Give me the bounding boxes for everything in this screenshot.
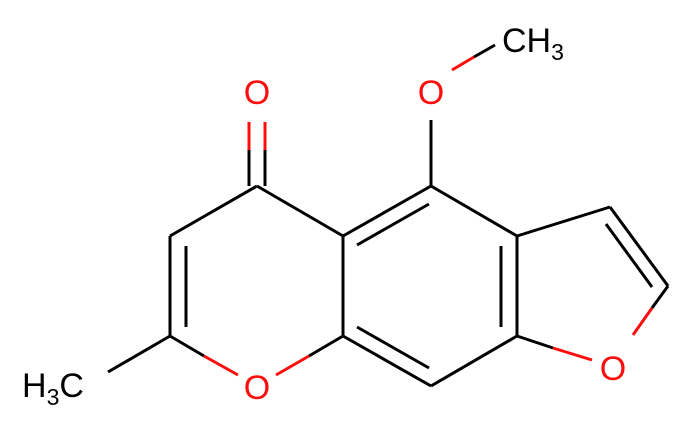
bond-omethoxy-ch3	[473, 43, 496, 59]
bond-omethoxy-ch3-red	[451, 55, 475, 72]
methoxy-methyl-subscript: 3	[551, 39, 564, 65]
bond-c4a-c5	[342, 184, 432, 238]
hetero-bond-layer	[169, 43, 670, 377]
bond-c9a-ofuran	[516, 334, 554, 350]
atom-labels: O O O O CH3 H3C	[22, 22, 626, 410]
ring-methyl-tail: C	[59, 367, 84, 405]
bond-c3f-ofuran	[650, 285, 670, 309]
bond-c9a-ofuran-red	[552, 346, 593, 362]
bond-c2-methyl	[107, 334, 171, 374]
methoxy-methyl-main: CH	[502, 22, 551, 60]
bond-c5-c5a	[430, 184, 518, 238]
bond-c4f-c3f-inner	[604, 223, 654, 288]
bond-c2-opyran-red	[203, 354, 239, 377]
bond-c4-c3	[169, 184, 258, 238]
bond-c8a-opyran-red	[275, 354, 310, 377]
bond-c9-c8a	[342, 334, 432, 388]
methoxy-methyl-label: CH3	[502, 22, 564, 65]
pyran-oxygen-label: O	[244, 369, 270, 407]
methoxy-oxygen-label: O	[418, 74, 444, 112]
ring-methyl-main: H	[22, 367, 47, 405]
ring-methyl-subscript: 3	[47, 384, 60, 410]
bond-c9a-c9	[430, 334, 518, 388]
ring-methyl-label: H3C	[22, 367, 84, 410]
bond-c3f-ofuran-red	[631, 307, 654, 336]
bond-c8a-opyran	[308, 334, 344, 358]
bond-c9-c8a-inner	[356, 325, 430, 370]
bond-c5a-c4f	[516, 205, 611, 238]
bond-c4f-c3f	[608, 206, 670, 287]
bond-c4a-c4	[256, 184, 344, 238]
carbonyl-oxygen-label: O	[244, 74, 270, 112]
bond-c4a-c5-inner	[356, 202, 430, 247]
furan-oxygen-label: O	[600, 350, 626, 388]
bond-c2-opyran	[169, 334, 205, 358]
bond-layer	[107, 120, 670, 388]
